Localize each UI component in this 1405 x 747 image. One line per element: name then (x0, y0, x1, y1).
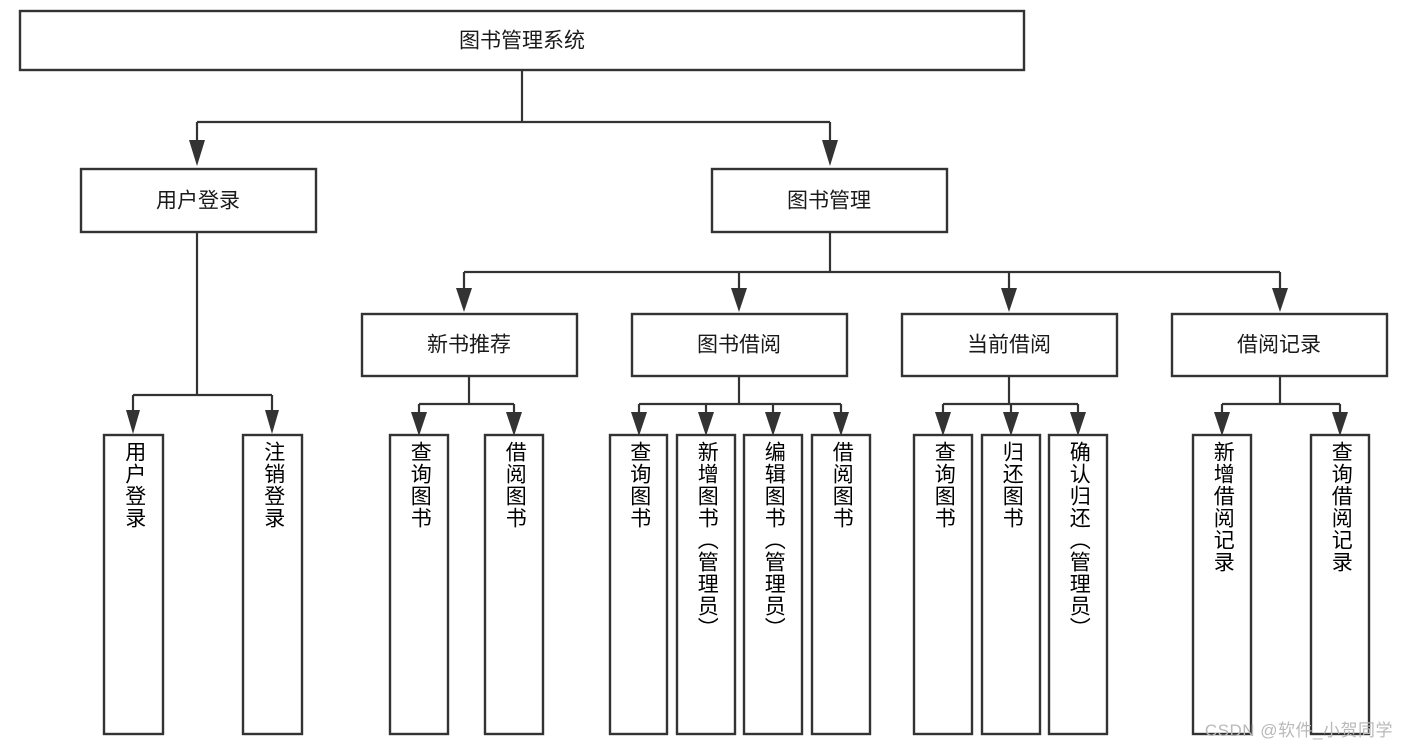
leaf-query-record-box[interactable] (1309, 433, 1371, 736)
leaf-query-book-1[interactable]: 查询图书 (388, 433, 450, 736)
connector-group-user-login (126, 232, 279, 434)
node-user-login[interactable]: 用户登录 (79, 167, 318, 234)
arrow-head-leaf-query-record (1332, 412, 1348, 436)
leaf-borrow-book-1-label: 借阅图书 (503, 441, 527, 529)
leaf-query-record-label: 查询借阅记录 (1329, 441, 1353, 573)
leaf-borrow-book-2[interactable]: 借阅图书 (810, 433, 872, 736)
node-user-login-label: 用户登录 (156, 190, 240, 213)
arrow-head-leaf-borrow-book-1 (506, 412, 522, 436)
leaf-query-book-2-box[interactable] (608, 433, 669, 736)
leaf-query-book-3-label: 查询图书 (932, 441, 956, 529)
leaf-borrow-book-2-box[interactable] (810, 433, 872, 736)
leaf-add-book-box[interactable] (675, 433, 737, 736)
node-borrow-record-box[interactable] (1170, 312, 1389, 378)
leaf-user-logout-box[interactable] (241, 433, 304, 736)
arrow-head-leaf-edit-book (765, 412, 781, 436)
node-new-book-rec[interactable]: 新书推荐 (360, 312, 579, 378)
leaf-user-login-box[interactable] (102, 433, 165, 736)
leaf-query-book-3-box[interactable] (912, 433, 974, 736)
leaf-return-book-box[interactable] (980, 433, 1042, 736)
leaf-return-book-label: 归还图书 (1000, 441, 1024, 529)
leaf-borrow-book-1-box[interactable] (483, 433, 545, 736)
leaf-add-record[interactable]: 新增借阅记录 (1191, 433, 1253, 736)
arrow-head-user-login (189, 140, 205, 166)
leaf-add-book-label: 新增图书（管理员） (695, 441, 719, 639)
arrow-head-leaf-query-book-2 (631, 412, 647, 436)
arrow-head-leaf-confirm-return (1070, 412, 1086, 436)
leaf-confirm-return-label: 确认归还（管理员） (1067, 441, 1091, 639)
connector-group-new-book-rec (411, 376, 522, 436)
node-book-manage[interactable]: 图书管理 (710, 167, 949, 234)
arrow-head-current-borrow (1001, 288, 1017, 312)
node-book-borrow-box[interactable] (630, 312, 849, 378)
node-book-borrow-label: 图书借阅 (697, 334, 781, 357)
arrow-head-leaf-query-book-1 (411, 412, 427, 436)
csdn-watermark: CSDN @软件_小贺同学 (1204, 721, 1393, 740)
leaf-query-book-1-label: 查询图书 (408, 441, 432, 529)
node-current-borrow[interactable]: 当前借阅 (900, 312, 1119, 378)
node-new-book-rec-label: 新书推荐 (427, 334, 511, 357)
node-borrow-record[interactable]: 借阅记录 (1170, 312, 1389, 378)
node-current-borrow-box[interactable] (900, 312, 1119, 378)
arrow-head-leaf-add-record (1214, 412, 1230, 436)
leaf-query-record[interactable]: 查询借阅记录 (1309, 433, 1371, 736)
leaf-query-book-3[interactable]: 查询图书 (912, 433, 974, 736)
leaf-query-book-2-label: 查询图书 (627, 441, 651, 529)
arrow-head-book-manage (822, 140, 838, 166)
node-root[interactable]: 图书管理系统 (18, 9, 1026, 72)
leaf-user-logout-label: 注销登录 (261, 441, 285, 529)
leaf-edit-book[interactable]: 编辑图书（管理员） (742, 433, 804, 736)
leaf-add-book[interactable]: 新增图书（管理员） (675, 433, 737, 736)
arrow-head-book-borrow (731, 288, 747, 312)
leaf-user-login[interactable]: 用户登录 (102, 433, 165, 736)
node-book-manage-box[interactable] (710, 167, 949, 234)
leaf-user-login-label: 用户登录 (122, 441, 146, 529)
arrow-head-leaf-query-book-3 (935, 412, 951, 436)
arrow-head-leaf-user-login (126, 410, 140, 434)
leaf-user-logout[interactable]: 注销登录 (241, 433, 304, 736)
connector-group-root (189, 70, 838, 166)
node-root-label: 图书管理系统 (459, 30, 585, 53)
arrow-head-leaf-add-book (698, 412, 714, 436)
arrow-head-borrow-record (1272, 288, 1288, 312)
node-borrow-record-label: 借阅记录 (1237, 334, 1321, 357)
leaf-confirm-return-box[interactable] (1047, 433, 1109, 736)
arrow-head-leaf-user-logout (265, 410, 279, 434)
leaf-edit-book-box[interactable] (742, 433, 804, 736)
connector-group-book-borrow (631, 376, 849, 436)
connector-group-book-manage (456, 232, 1288, 312)
leaf-return-book[interactable]: 归还图书 (980, 433, 1042, 736)
leaf-query-book-2[interactable]: 查询图书 (608, 433, 669, 736)
leaf-add-record-box[interactable] (1191, 433, 1253, 736)
arrow-head-leaf-borrow-book-2 (833, 412, 849, 436)
node-book-borrow[interactable]: 图书借阅 (630, 312, 849, 378)
leaf-borrow-book-1[interactable]: 借阅图书 (483, 433, 545, 736)
connector-group-current-borrow (935, 376, 1086, 436)
node-current-borrow-label: 当前借阅 (967, 334, 1051, 357)
connector-group-borrow-record (1214, 376, 1348, 436)
leaf-borrow-book-2-label: 借阅图书 (830, 441, 854, 529)
node-new-book-rec-box[interactable] (360, 312, 579, 378)
node-book-manage-label: 图书管理 (787, 190, 871, 213)
node-user-login-box[interactable] (79, 167, 318, 234)
leaf-query-book-1-box[interactable] (388, 433, 450, 736)
arrow-head-new-book-rec (456, 288, 472, 312)
arrow-head-leaf-return-book (1003, 412, 1019, 436)
leaf-edit-book-label: 编辑图书（管理员） (762, 441, 786, 639)
leaf-confirm-return[interactable]: 确认归还（管理员） (1047, 433, 1109, 736)
leaf-add-record-label: 新增借阅记录 (1211, 441, 1235, 573)
node-root-box[interactable] (18, 9, 1026, 72)
